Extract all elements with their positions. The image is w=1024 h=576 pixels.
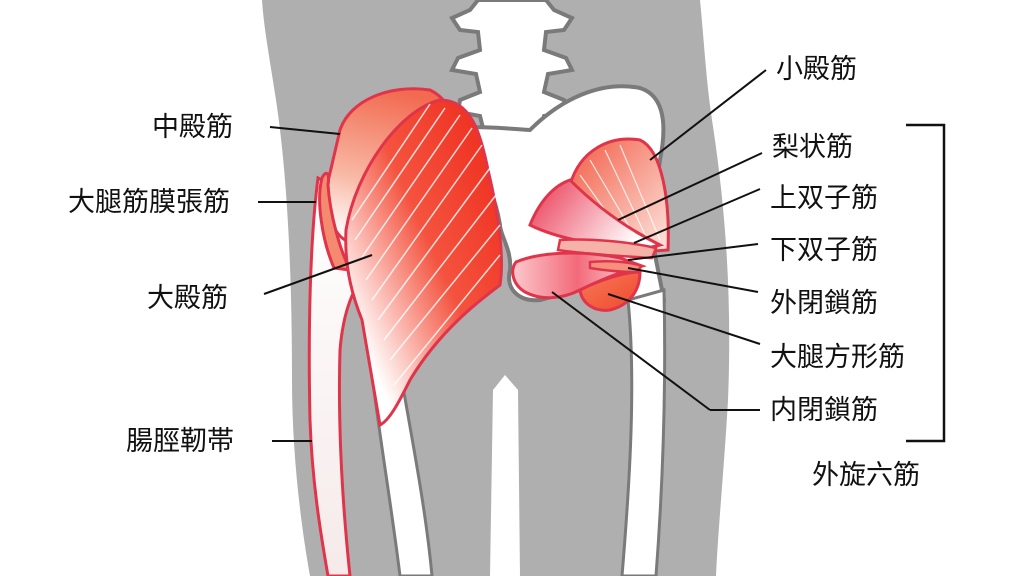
label-obturator-internus: 内閉鎖筋 xyxy=(770,395,878,426)
label-obturator-externus: 外閉鎖筋 xyxy=(770,288,878,319)
iliotibial-tract xyxy=(307,175,393,576)
label-piriformis: 梨状筋 xyxy=(772,132,853,163)
tensor-fasciae-latae xyxy=(318,171,353,272)
label-quadratus-femoris: 大腿方形筋 xyxy=(770,342,905,373)
group-bracket xyxy=(906,123,946,443)
label-gluteus-maximus: 大殿筋 xyxy=(147,283,228,314)
label-gluteus-medius: 中殿筋 xyxy=(152,112,233,143)
leader-lines-right xyxy=(551,69,767,411)
gluteus-maximus-fibers xyxy=(351,103,501,386)
right-femur xyxy=(620,288,667,576)
label-tensor-fasciae-latae: 大腿筋膜張筋 xyxy=(68,187,230,218)
gemellus-inferior xyxy=(588,259,645,274)
label-gemellus-superior: 上双子筋 xyxy=(770,183,878,214)
leg-gap xyxy=(490,375,520,576)
gluteus-maximus xyxy=(344,98,503,428)
label-gemellus-inferior: 下双子筋 xyxy=(770,235,878,266)
leader-lines-left xyxy=(258,126,373,442)
label-iliotibial-tract: 腸脛靭帯 xyxy=(126,426,234,457)
label-gluteus-minimus: 小殿筋 xyxy=(776,54,857,85)
quadratus-femoris xyxy=(578,270,642,312)
label-deep-six-lateral-rotators: 外旋六筋 xyxy=(812,460,920,491)
